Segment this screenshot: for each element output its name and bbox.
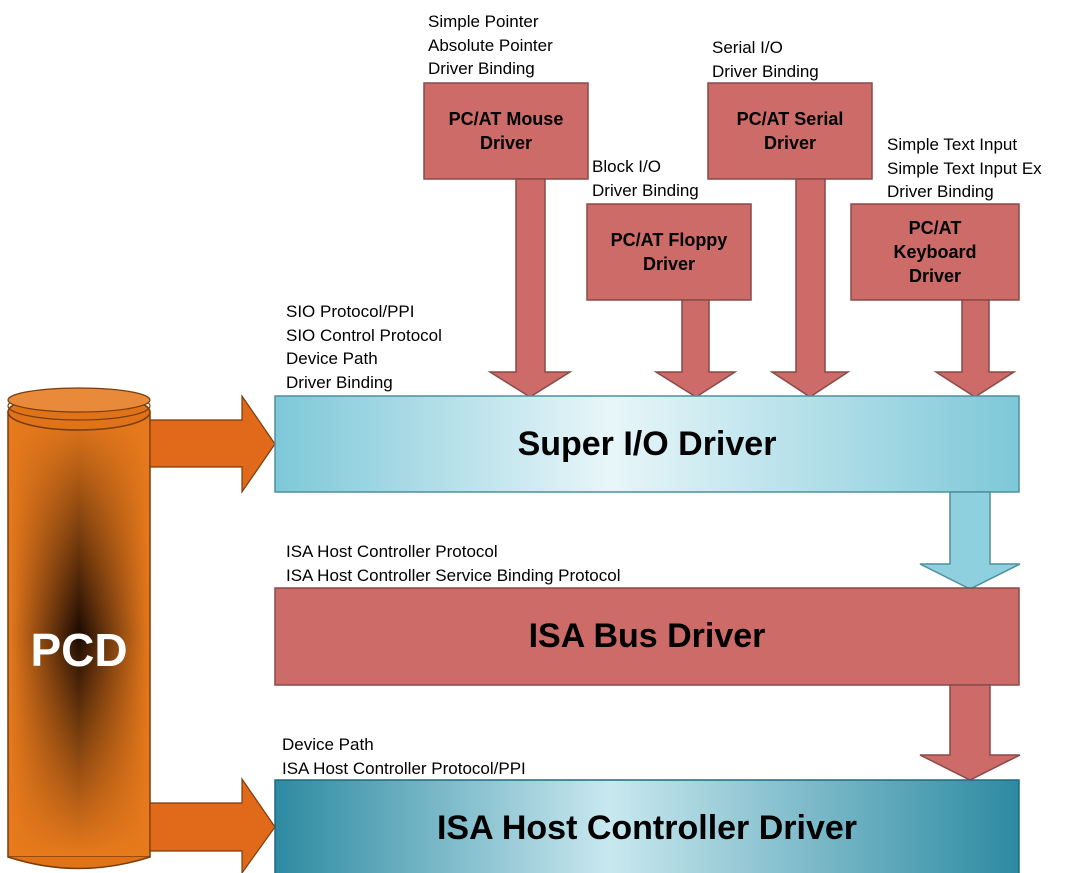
protocol-label: Driver Binding (712, 61, 819, 81)
driver-title-line: PC/AT Mouse (448, 109, 564, 129)
driver-title-line: Driver (642, 254, 695, 274)
mouse-driver-box (423, 82, 589, 180)
keyboard-driver-box (850, 203, 1020, 301)
serial-driver-box (707, 82, 873, 180)
sio-protocol-labels: SIO Protocol/PPI SIO Control Protocol De… (286, 300, 442, 394)
protocol-label: Simple Text Input Ex (887, 158, 1042, 178)
driver-title-line: Driver (763, 133, 816, 153)
floppy-to-super-io-arrow (653, 299, 738, 398)
driver-title-line: Driver (908, 266, 962, 286)
pcd-label: PCD (30, 624, 128, 676)
pcd-to-host-controller-arrow (149, 777, 276, 873)
protocol-label: Device Path (286, 349, 378, 368)
driver-title-line: PC/AT (908, 218, 962, 238)
protocol-label: ISA Host Controller Protocol (286, 542, 498, 561)
keyboard-to-super-io-arrow (933, 299, 1017, 398)
pcd-cylinder (7, 387, 151, 870)
floppy-driver-box (586, 203, 752, 301)
protocol-label: Simple Text Input (887, 135, 1018, 154)
protocol-label: Driver Binding (428, 59, 535, 78)
mouse-driver-title: PC/AT Mouse Driver (424, 83, 588, 179)
driver-title-line: Driver (479, 133, 532, 153)
protocol-label: Simple Pointer (428, 12, 539, 31)
protocol-label: ISA Host Controller Protocol/PPI (282, 758, 526, 778)
protocol-label: Driver Binding (286, 372, 393, 392)
mouse-to-super-io-arrow (487, 178, 573, 398)
keyboard-protocol-labels: Simple Text Input Simple Text Input Ex D… (887, 133, 1042, 204)
protocol-label: SIO Protocol/PPI (286, 302, 415, 321)
mouse-protocol-labels: Simple Pointer Absolute Pointer Driver B… (428, 10, 553, 81)
super-io-driver-title: Super I/O Driver (517, 424, 777, 463)
driver-title-line: Keyboard (893, 242, 977, 262)
protocol-label: SIO Control Protocol (286, 325, 442, 345)
protocol-label: Driver Binding (592, 180, 699, 200)
serial-to-super-io-arrow (769, 178, 851, 398)
isa-host-controller-driver-title: ISA Host Controller Driver (436, 808, 858, 847)
protocol-label: Absolute Pointer (428, 35, 553, 55)
protocol-label: Block I/O (592, 157, 661, 176)
isa-bus-to-host-controller-arrow (919, 684, 1021, 781)
serial-protocol-labels: Serial I/O Driver Binding (712, 36, 819, 83)
driver-title-line: PC/AT Serial (736, 109, 844, 129)
protocol-label: Driver Binding (887, 182, 994, 201)
isa-bus-driver-box (274, 587, 1020, 686)
isa-bus-protocol-labels: ISA Host Controller Protocol ISA Host Co… (286, 540, 621, 587)
isa-bus-driver-title: ISA Bus Driver (528, 617, 766, 655)
protocol-label: ISA Host Controller Service Binding Prot… (286, 565, 621, 585)
keyboard-driver-title: PC/AT Keyboard Driver (851, 204, 1019, 300)
pcd-to-super-io-arrow (149, 394, 276, 494)
protocol-label: Serial I/O (712, 38, 783, 57)
floppy-driver-title: PC/AT Floppy Driver (587, 204, 751, 300)
driver-title-line: PC/AT Floppy (610, 230, 728, 250)
serial-driver-title: PC/AT Serial Driver (708, 83, 872, 179)
protocol-label: Device Path (282, 735, 374, 754)
super-io-driver-box (274, 395, 1020, 493)
floppy-protocol-labels: Block I/O Driver Binding (592, 155, 699, 202)
host-controller-protocol-labels: Device Path ISA Host Controller Protocol… (282, 733, 526, 780)
super-io-to-isa-bus-arrow (919, 491, 1021, 590)
isa-host-controller-driver-box (274, 779, 1020, 873)
